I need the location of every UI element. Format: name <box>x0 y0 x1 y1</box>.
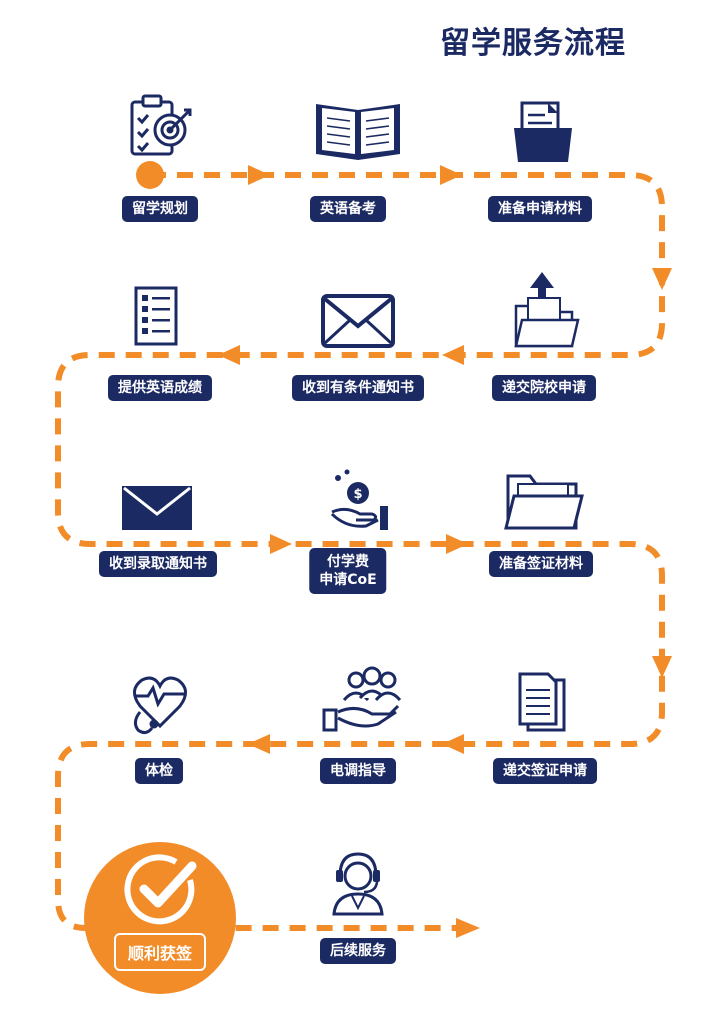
open-book-icon <box>316 104 400 160</box>
arrow-down <box>652 268 672 290</box>
arrow-left <box>442 734 464 754</box>
step-label-visa-materials: 准备签证材料 <box>489 551 593 577</box>
envelope-solid-icon <box>122 486 192 530</box>
hand-people-icon <box>322 666 402 732</box>
arrow-left <box>248 734 270 754</box>
flow-arrows <box>218 165 672 938</box>
planning-checklist-target-icon <box>130 94 192 156</box>
arrow-right <box>270 534 292 554</box>
step-label-submit-application: 递交院校申请 <box>492 375 596 401</box>
arrow-down <box>652 656 672 678</box>
step-label-tuition-coe: 付学费 申请CoE <box>309 548 387 594</box>
arrow-right <box>248 165 270 185</box>
step-label-tuition-line2: 申请CoE <box>319 572 377 588</box>
document-pages-icon <box>518 672 566 732</box>
flow-path-row1 <box>55 172 665 931</box>
step-label-follow-up: 后续服务 <box>320 938 396 964</box>
arrow-left <box>218 345 240 365</box>
step-label-visa-granted: 顺利获签 <box>113 933 207 971</box>
page-title: 留学服务流程 <box>440 26 626 61</box>
step-label-conditional-offer: 收到有条件通知书 <box>292 375 424 401</box>
arrow-right <box>456 918 480 938</box>
document-folder-icon <box>514 101 572 162</box>
hand-coin-icon: $ <box>330 469 388 530</box>
upload-folder-icon <box>514 272 580 348</box>
checklist-icon <box>134 286 178 346</box>
arrow-right <box>440 165 462 185</box>
svg-text:$: $ <box>353 487 362 502</box>
arrow-right <box>446 534 468 554</box>
step-label-tuition-line1: 付学费 <box>327 554 369 570</box>
success-circle <box>84 842 236 994</box>
step-label-phone-guidance: 电调指导 <box>320 758 396 784</box>
step-label-english-score: 提供英语成绩 <box>108 375 212 401</box>
step-label-visa-submit: 递交签证申请 <box>493 758 597 784</box>
flow-path <box>55 172 665 931</box>
step-label-english-prep: 英语备考 <box>310 196 386 222</box>
check-circle-icon <box>124 854 197 925</box>
open-folder-icon <box>504 474 584 530</box>
headset-support-icon <box>332 852 384 916</box>
arrow-left <box>442 345 464 365</box>
step-label-medical-check: 体检 <box>135 758 183 784</box>
heartbeat-stethoscope-icon <box>133 676 187 735</box>
step-label-admission-offer: 收到录取通知书 <box>99 551 217 577</box>
step-label-prepare-application: 准备申请材料 <box>488 196 592 222</box>
start-dot <box>136 161 164 189</box>
step-label-study-planning: 留学规划 <box>122 196 198 222</box>
envelope-outline-icon <box>321 294 395 348</box>
